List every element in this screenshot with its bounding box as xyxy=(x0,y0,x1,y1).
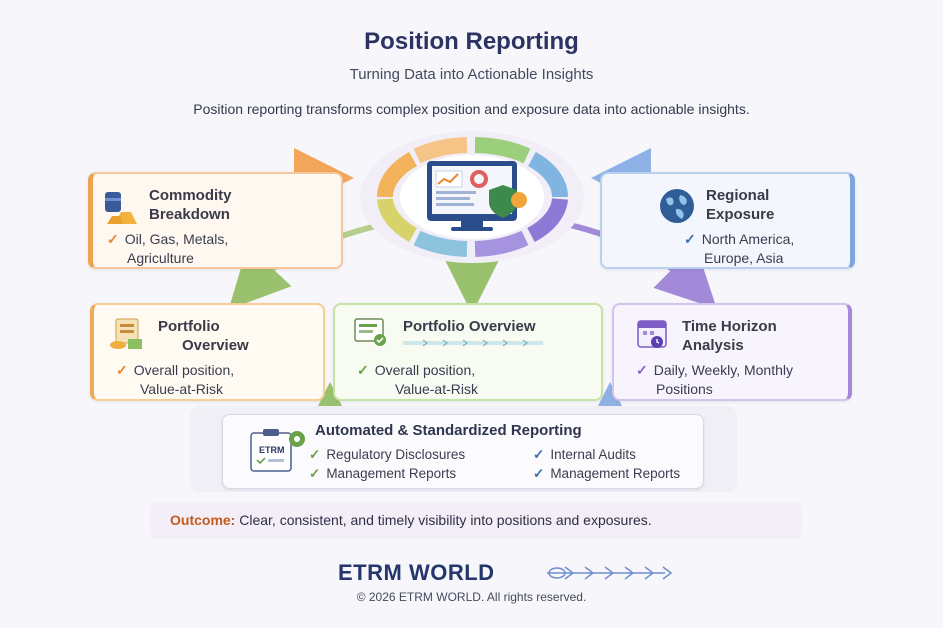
calendar-icon xyxy=(637,320,667,348)
time-line1: Daily, Weekly, Monthly xyxy=(653,362,793,378)
commodity-title-line1: Commodity xyxy=(149,187,232,204)
portfolio-left-title-line2: Overview xyxy=(182,337,249,354)
portfolio-center-line2: Value-at-Risk xyxy=(395,381,478,397)
check-icon: ✓ xyxy=(107,231,119,247)
page-title: Position Reporting xyxy=(364,28,579,55)
portfolio-center-title: Portfolio Overview xyxy=(403,318,536,335)
commodity-breakdown-card: Commodity Breakdown ✓ Oil, Gas, Metals, A… xyxy=(88,172,343,269)
brand-logo: ETRM WORLD xyxy=(338,560,495,585)
check-icon: ✓ xyxy=(357,362,369,378)
regional-title-line1: Regional xyxy=(706,187,770,204)
time-line2: Positions xyxy=(656,381,713,397)
regional-title-line2: Exposure xyxy=(706,206,775,223)
brand-arrow-icon xyxy=(547,566,673,580)
time-horizon-card: Time Horizon Analysis ✓ Daily, Weekly, Mo… xyxy=(612,303,852,401)
outcome-banner: Outcome: Clear, consistent, and timely v… xyxy=(150,502,802,539)
automated-item-3: Management Reports xyxy=(550,466,681,481)
regional-line2: Europe, Asia xyxy=(704,250,784,266)
check-icon: ✓ xyxy=(533,466,545,481)
check-icon: ✓ xyxy=(116,362,128,378)
etrm-clipboard-icon: ETRM xyxy=(250,429,305,472)
commodity-icon xyxy=(105,192,137,224)
check-icon: ✓ xyxy=(533,447,545,462)
portfolio-overview-card-left: Portfolio Overview ✓ Overall position, Va… xyxy=(90,303,325,401)
portfolio-center-line1: Overall position, xyxy=(374,362,476,378)
shield-icon xyxy=(489,185,517,218)
check-icon: ✓ xyxy=(636,362,648,378)
automated-title: Automated & Standardized Reporting xyxy=(315,422,582,439)
portfolio-left-line2: Value-at-Risk xyxy=(140,381,223,397)
automated-item-2: Internal Audits xyxy=(550,447,636,462)
check-icon: ✓ xyxy=(309,447,321,462)
portfolio-icon xyxy=(110,318,142,349)
copyright-text: © 2026 ETRM WORLD. All rights reserved. xyxy=(356,590,587,604)
commodity-title-line2: Breakdown xyxy=(149,206,230,223)
outcome-label: Outcome: xyxy=(170,512,236,528)
globe-icon xyxy=(660,189,694,223)
time-title-line1: Time Horizon xyxy=(682,318,777,335)
etrm-icon-label: ETRM xyxy=(259,445,285,455)
report-icon xyxy=(354,318,386,346)
portfolio-overview-card-center: Portfolio Overview ✓ Overall position, Va… xyxy=(333,303,603,401)
portfolio-left-line1: Overall position, xyxy=(133,362,235,378)
regional-exposure-card: Regional Exposure ✓ North America, Europe… xyxy=(600,172,855,269)
commodity-line1: Oil, Gas, Metals, xyxy=(124,231,229,247)
portfolio-left-title-line1: Portfolio xyxy=(158,318,220,335)
commodity-line2: Agriculture xyxy=(127,250,194,266)
check-icon: ✓ xyxy=(309,466,321,481)
progress-chevrons xyxy=(403,339,543,347)
central-hub xyxy=(360,131,584,263)
automated-reporting-card: ETRM Automated & Standardized Reporting … xyxy=(222,414,704,489)
regional-line1: North America, xyxy=(701,231,795,247)
page-subtitle: Turning Data into Actionable Insights xyxy=(349,66,594,83)
time-title-line2: Analysis xyxy=(682,337,744,354)
automated-item-1: Management Reports xyxy=(326,466,457,481)
automated-item-0: Regulatory Disclosures xyxy=(326,447,466,462)
outcome-text: Clear, consistent, and timely visibility… xyxy=(239,512,652,528)
check-icon: ✓ xyxy=(684,231,696,247)
intro-text: Position reporting transforms complex po… xyxy=(193,101,750,117)
